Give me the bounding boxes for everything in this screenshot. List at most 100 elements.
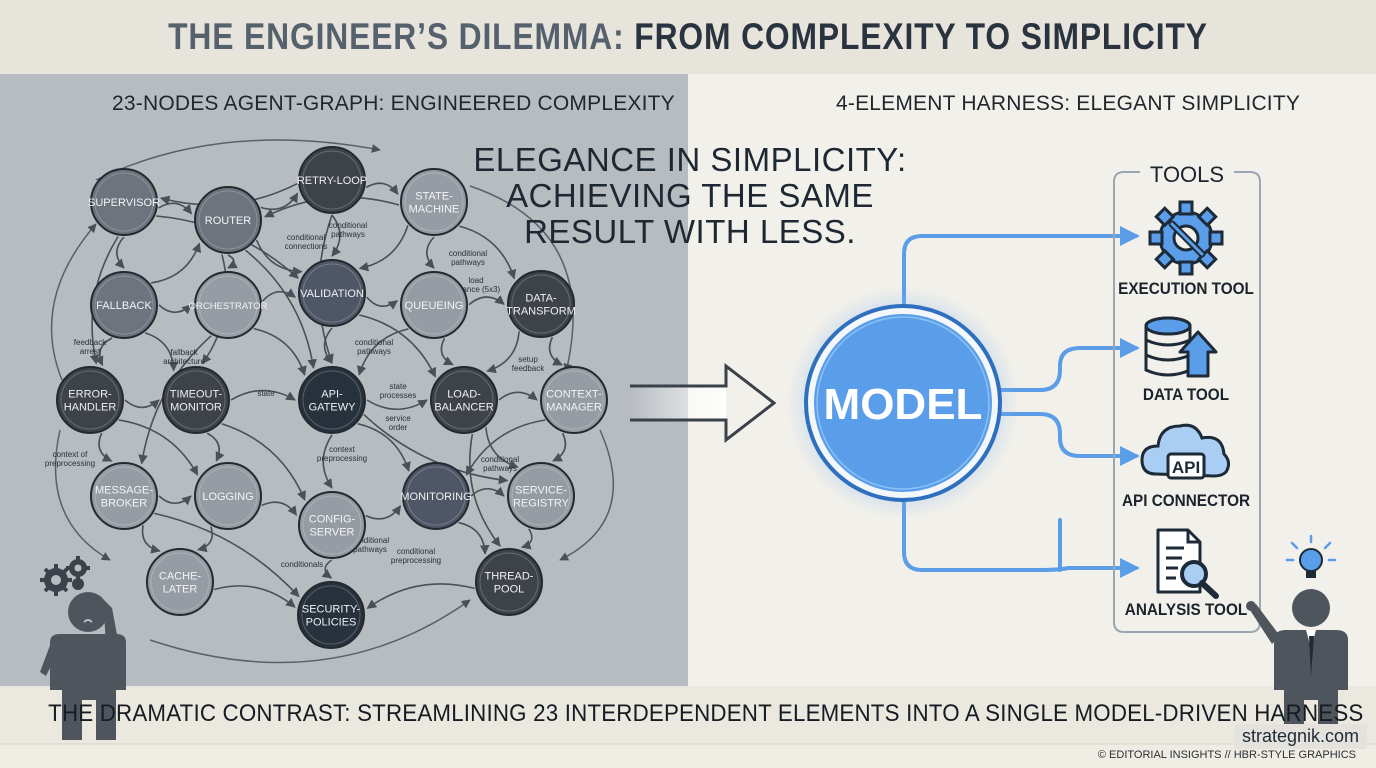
- api-icon-text: API: [1172, 458, 1200, 477]
- graph-edge: [94, 337, 113, 367]
- model-node: MODEL: [787, 287, 1019, 519]
- graph-node-config-server: CONFIG-SERVER: [298, 491, 366, 559]
- graph-edge: [358, 225, 409, 272]
- graph-edge: [363, 414, 509, 485]
- graph-node-label: STATE-MACHINE: [409, 191, 460, 216]
- graph-edge: [559, 429, 615, 561]
- title-part-2: FROM COMPLEXITY TO SIMPLICITY: [634, 16, 1208, 57]
- graph-edge: [552, 432, 567, 462]
- copyright: © EDITORIAL INSIGHTS // HBR-STYLE GRAPHI…: [1097, 749, 1356, 761]
- graph-edge: [331, 214, 342, 257]
- footer-band: [0, 686, 1376, 744]
- graph-node-retry-loop: RETRY-LOOP: [297, 146, 367, 214]
- graph-edge: [440, 338, 454, 366]
- graph-edge: [150, 242, 201, 284]
- footer-caption: THE DRAMATIC CONTRAST: STREAMLINING 23 I…: [48, 700, 1364, 727]
- graph-node-label: MESSAGE-BROKER: [95, 485, 153, 510]
- transition-arrow: [630, 362, 777, 444]
- graph-node-cache-later: CACHE-LATER: [146, 548, 214, 616]
- edge-label: conditionals: [281, 560, 323, 569]
- gears-icon: [40, 556, 90, 596]
- tools-panel: TOOLS: [1113, 162, 1261, 633]
- graph-node-queueing: QUEUEING: [400, 271, 468, 339]
- graph-node-orchestrator: ORCHESTRATOR: [189, 271, 268, 339]
- graph-node-label: DATA-TRANSFORM: [506, 293, 576, 318]
- database-upload-icon: [1144, 316, 1218, 378]
- graph-node-security-policies: SECURITY-POLICIES: [297, 581, 365, 649]
- graph-edge: [548, 336, 563, 366]
- page-title: THE ENGINEER’S DILEMMA: FROM COMPLEXITY …: [96, 16, 1279, 58]
- graph-node-context-manager: CONTEXT-MANAGER: [540, 366, 608, 434]
- graph-node-label: API-GATEWY: [309, 389, 357, 414]
- graph-node-thread-pool: THREAD-POOL: [475, 548, 543, 616]
- graph-edge: [260, 192, 299, 211]
- callout-line-1: ELEGANCE IN SIMPLICITY:: [473, 141, 907, 178]
- graph-node-label: FALLBACK: [96, 300, 152, 312]
- graph-edge: [424, 236, 435, 269]
- graph-node-monitoring: MONITORING: [400, 462, 472, 530]
- callout-line-3: RESULT WITH LESS.: [524, 213, 856, 250]
- title-band: [0, 0, 1376, 74]
- graph-edge: [149, 599, 471, 664]
- graph-node-message-broker: MESSAGE-BROKER: [90, 462, 158, 530]
- graph-node-load-balancer: LOAD-BALANCER: [430, 366, 498, 434]
- graph-edge: [498, 390, 538, 401]
- graph-edge: [468, 295, 505, 306]
- graph-node-label: ERROR-HANDLER: [64, 389, 117, 414]
- left-panel-heading: 23-NODES AGENT-GRAPH: ENGINEERED COMPLEX…: [112, 92, 675, 115]
- graph-edge: [98, 432, 113, 462]
- graph-edge: [50, 223, 97, 381]
- graph-node-label: RETRY-LOOP: [297, 175, 367, 187]
- graph-edge: [366, 399, 428, 410]
- graph-edge: [486, 331, 520, 374]
- graph-edge: [95, 139, 381, 181]
- graph-edge: [261, 501, 298, 516]
- graph-node-label: THREAD-POOL: [485, 571, 534, 596]
- graph-node-label: MONITORING: [400, 491, 471, 503]
- right-panel-heading: 4-ELEMENT HARNESS: ELEGANT SIMPLICITY: [836, 92, 1301, 115]
- graph-edge: [221, 422, 306, 501]
- graph-node-timeout-monitor: TIMEOUT-MONITOR: [162, 366, 230, 434]
- graph-node-error-handler: ERROR-HANDLER: [56, 366, 124, 434]
- tool-label-execution: EXECUTION TOOL: [1118, 279, 1254, 298]
- graph-node-label: LOGGING: [202, 491, 253, 503]
- graph-node-label: CONFIG-SERVER: [309, 514, 356, 539]
- graph-edge: [459, 225, 517, 280]
- graph-node-fallback: FALLBACK: [90, 271, 158, 339]
- graph-node-data-transform: DATA-TRANSFORM: [506, 270, 576, 338]
- graph-edge: [321, 559, 333, 579]
- graph-edge: [197, 526, 213, 553]
- graph-edge: [365, 182, 399, 195]
- graph-node-supervisor: SUPERVISOR: [88, 168, 160, 236]
- graph-node-label: VALIDATION: [300, 288, 364, 300]
- graph-edge: [357, 328, 409, 376]
- graph-edge: [230, 389, 296, 401]
- idea-engineer-figure: [1246, 589, 1348, 740]
- edge-label: state: [257, 389, 275, 398]
- model-connectors: [902, 226, 1140, 578]
- graph-node-label: TIMEOUT-MONITOR: [170, 389, 223, 414]
- graph-node-label: LOAD-BALANCER: [434, 389, 493, 414]
- graph-edge: [154, 512, 300, 598]
- graph-edge: [520, 528, 533, 550]
- graph-edge: [158, 304, 192, 315]
- graph-edge: [144, 332, 179, 372]
- watermark: strategnik.com: [1234, 724, 1368, 749]
- callout-line-2: ACHIEVING THE SAME: [506, 177, 874, 214]
- graph-nodes: SUPERVISORROUTERRETRY-LOOPSTATE-MACHINEF…: [56, 146, 608, 649]
- tool-label-api-connector: API CONNECTOR: [1121, 491, 1251, 510]
- graph-edges: [50, 139, 615, 664]
